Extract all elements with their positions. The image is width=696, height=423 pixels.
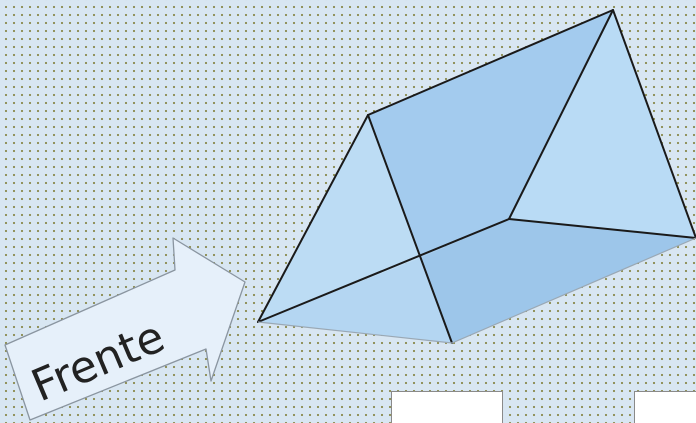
answer-box[interactable] bbox=[634, 391, 696, 423]
prism-front-face bbox=[258, 115, 420, 322]
prism-edge bbox=[367, 114, 453, 344]
prism-edge bbox=[612, 9, 696, 239]
prism-back-face bbox=[509, 10, 696, 238]
prism-bottom-outline bbox=[257, 237, 696, 344]
prism-edge bbox=[257, 114, 369, 323]
prism-top-face bbox=[368, 10, 613, 258]
arrow-shape bbox=[4, 237, 246, 421]
prism-edge bbox=[508, 218, 696, 239]
prism-edges bbox=[257, 9, 696, 344]
prism-bottom-front-face bbox=[258, 258, 452, 343]
prism-edge bbox=[257, 218, 510, 323]
prism-edge bbox=[508, 9, 614, 220]
prism-bottom-right-face bbox=[420, 219, 696, 343]
front-arrow: Frente bbox=[4, 237, 246, 421]
prism-edge bbox=[367, 9, 614, 116]
answer-box[interactable] bbox=[391, 391, 503, 423]
triangular-prism bbox=[257, 9, 696, 344]
